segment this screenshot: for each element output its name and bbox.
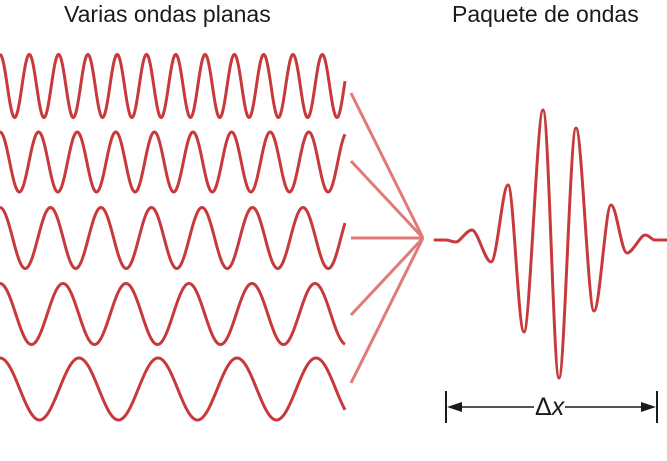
x-variable: x [551,393,565,421]
delta-x-label: Δx [534,393,566,421]
wave-3 [0,205,347,270]
plane-waves-group [0,52,347,422]
fan-line-4 [349,236,425,317]
wave-packet-curve [433,108,667,380]
delta-symbol: Δ [535,393,552,421]
wave-5 [0,356,347,422]
fan-line-5 [349,237,425,384]
fan-line-2 [349,159,425,240]
wave-packet-title: Paquete de ondas [452,1,639,27]
wave-2 [0,130,347,194]
wave-4 [0,281,346,347]
arrowhead-left-icon [447,402,462,412]
superposition-fan-lines [349,92,425,384]
wave-1 [0,52,347,120]
plane-waves-title: Varias ondas planas [64,1,271,27]
arrowhead-right-icon [641,402,656,412]
fan-line-1 [349,92,425,239]
